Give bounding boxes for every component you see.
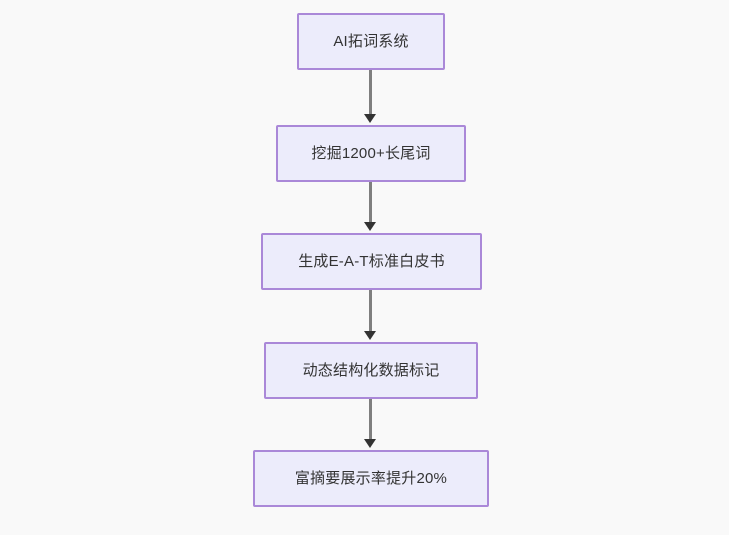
flow-edge-e2 <box>369 182 372 224</box>
flow-edge-e4 <box>369 399 372 441</box>
flow-node-label: 挖掘1200+长尾词 <box>311 145 431 162</box>
flow-arrowhead-e4 <box>364 439 376 448</box>
flow-arrowhead-e1 <box>364 114 376 123</box>
flow-node-n5[interactable]: 富摘要展示率提升20% <box>253 450 489 507</box>
flow-node-n2[interactable]: 挖掘1200+长尾词 <box>276 125 466 182</box>
flow-arrowhead-e2 <box>364 222 376 231</box>
flow-node-label: 富摘要展示率提升20% <box>294 470 448 487</box>
flow-node-n1[interactable]: AI拓词系统 <box>297 13 445 70</box>
flow-node-label: 生成E-A-T标准白皮书 <box>298 253 445 270</box>
flow-arrowhead-e3 <box>364 331 376 340</box>
flow-node-label: 动态结构化数据标记 <box>302 362 440 379</box>
flow-node-label: AI拓词系统 <box>333 33 409 50</box>
flow-edge-e3 <box>369 290 372 333</box>
flow-node-n4[interactable]: 动态结构化数据标记 <box>264 342 478 399</box>
flow-edge-e1 <box>369 70 372 116</box>
flow-node-n3[interactable]: 生成E-A-T标准白皮书 <box>261 233 482 290</box>
